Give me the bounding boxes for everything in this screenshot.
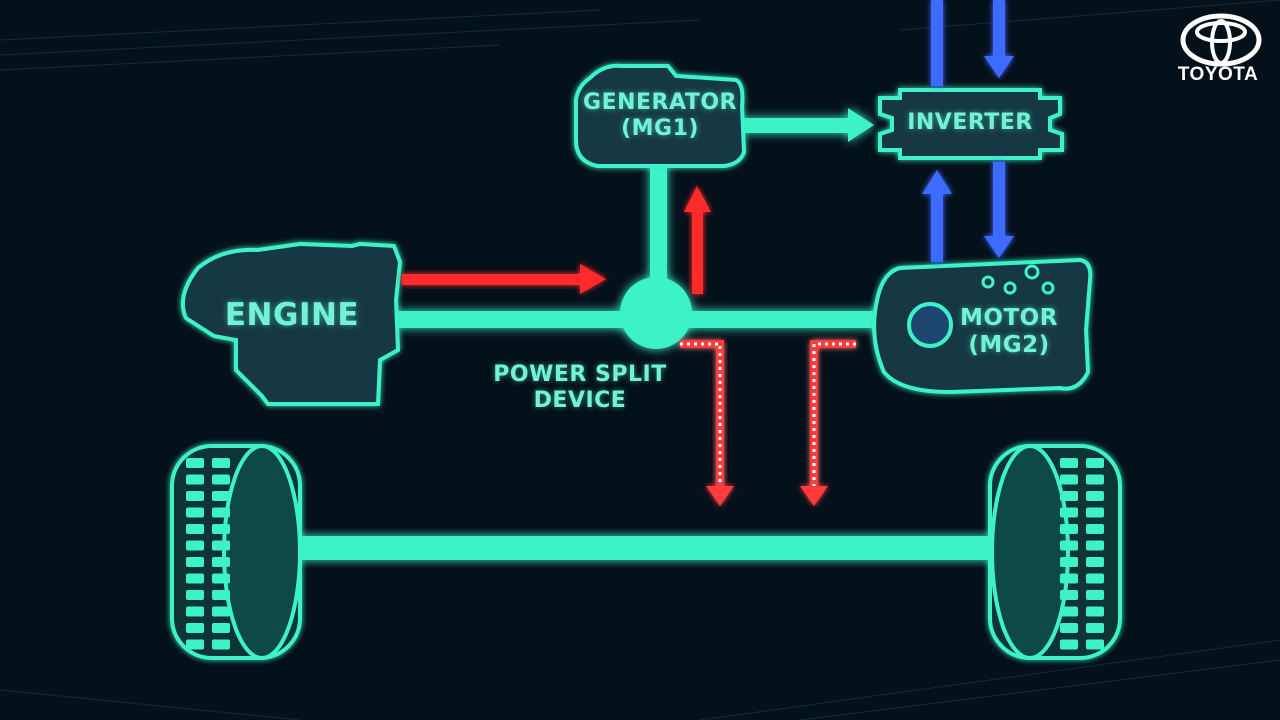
- tread-slot: [1086, 507, 1104, 518]
- battery-to-inverter-arrows: [931, 0, 1014, 86]
- tread-slot: [186, 507, 204, 518]
- engine-label: ENGINE: [224, 297, 360, 333]
- left-wheel: [170, 444, 302, 660]
- tread-slot: [186, 474, 204, 485]
- tread-slot: [1086, 606, 1104, 617]
- inverter-label: INVERTER: [907, 110, 1033, 135]
- axle: [282, 536, 1012, 560]
- split-to-generator-arrow: [684, 186, 711, 294]
- tread-slot: [1086, 623, 1104, 633]
- tread-slot: [186, 524, 204, 534]
- generator-label-line1: GENERATOR: [583, 90, 737, 115]
- tread-slot: [1060, 458, 1078, 468]
- power-split-label: POWER SPLIT DEVICE: [488, 362, 672, 414]
- tread-slot: [1060, 623, 1078, 633]
- tread-slot: [212, 606, 230, 617]
- split-to-wheels-arrow: [680, 340, 734, 506]
- power-split-label-line2: DEVICE: [533, 387, 627, 413]
- tread-slot: [212, 474, 230, 485]
- tread-slot: [1060, 524, 1078, 534]
- left-wheel-tread: [186, 458, 230, 650]
- generator-to-inverter-arrow: [742, 108, 874, 142]
- tread-slot: [186, 491, 204, 501]
- tread-slot: [212, 507, 230, 518]
- tread-slot: [1086, 458, 1104, 468]
- tread-slot: [212, 573, 230, 584]
- inverter-block: [878, 88, 1064, 160]
- generator-block: [574, 63, 747, 168]
- engine-power-arrow: [402, 264, 606, 294]
- tread-slot: [212, 540, 230, 551]
- tread-slot: [212, 639, 230, 650]
- motor-label: MOTOR (MG2): [950, 305, 1068, 359]
- tread-slot: [186, 590, 204, 600]
- tread-slot: [1060, 507, 1078, 518]
- tread-slot: [186, 573, 204, 584]
- brand-name: TOYOTA: [1177, 64, 1259, 85]
- tread-slot: [186, 623, 204, 633]
- tread-slot: [1086, 524, 1104, 534]
- engine-block: [181, 241, 403, 406]
- tread-slot: [186, 639, 204, 650]
- motor-label-line2: (MG2): [968, 332, 1050, 359]
- generator-label-line2: (MG1): [621, 115, 699, 141]
- inverter-motor-arrows: [922, 162, 1014, 262]
- right-wheel: [988, 444, 1122, 660]
- tread-slot: [186, 557, 204, 567]
- tread-slot: [186, 540, 204, 551]
- tread-slot: [1086, 590, 1104, 600]
- tread-slot: [212, 623, 230, 633]
- tread-slot: [1060, 573, 1078, 584]
- tread-slot: [1086, 491, 1104, 501]
- motor-to-wheels-arrow: [800, 340, 856, 506]
- tread-slot: [212, 557, 230, 567]
- tread-slot: [212, 524, 230, 534]
- tread-slot: [1086, 540, 1104, 551]
- tread-slot: [212, 590, 230, 600]
- tread-slot: [1086, 573, 1104, 584]
- tread-slot: [1060, 557, 1078, 567]
- power-split-device: [620, 277, 692, 349]
- tread-slot: [1060, 474, 1078, 485]
- tread-slot: [1060, 590, 1078, 600]
- tread-slot: [212, 491, 230, 501]
- power-split-label-line1: POWER SPLIT: [493, 362, 667, 387]
- tread-slot: [212, 458, 230, 468]
- tread-slot: [1086, 639, 1104, 650]
- generator-label: GENERATOR (MG1): [578, 90, 742, 142]
- tread-slot: [1060, 491, 1078, 501]
- motor-block: [872, 257, 1093, 395]
- right-wheel-tread: [1060, 458, 1104, 650]
- tread-slot: [186, 606, 204, 617]
- toyota-logo-icon: [1180, 13, 1262, 67]
- tread-slot: [186, 458, 204, 468]
- tread-slot: [1086, 474, 1104, 485]
- tread-slot: [1060, 540, 1078, 551]
- brand-logo: TOYOTA: [1170, 12, 1266, 86]
- motor-label-line1: MOTOR: [960, 305, 1058, 331]
- tread-slot: [1086, 557, 1104, 567]
- tread-slot: [1060, 639, 1078, 650]
- tread-slot: [1060, 606, 1078, 617]
